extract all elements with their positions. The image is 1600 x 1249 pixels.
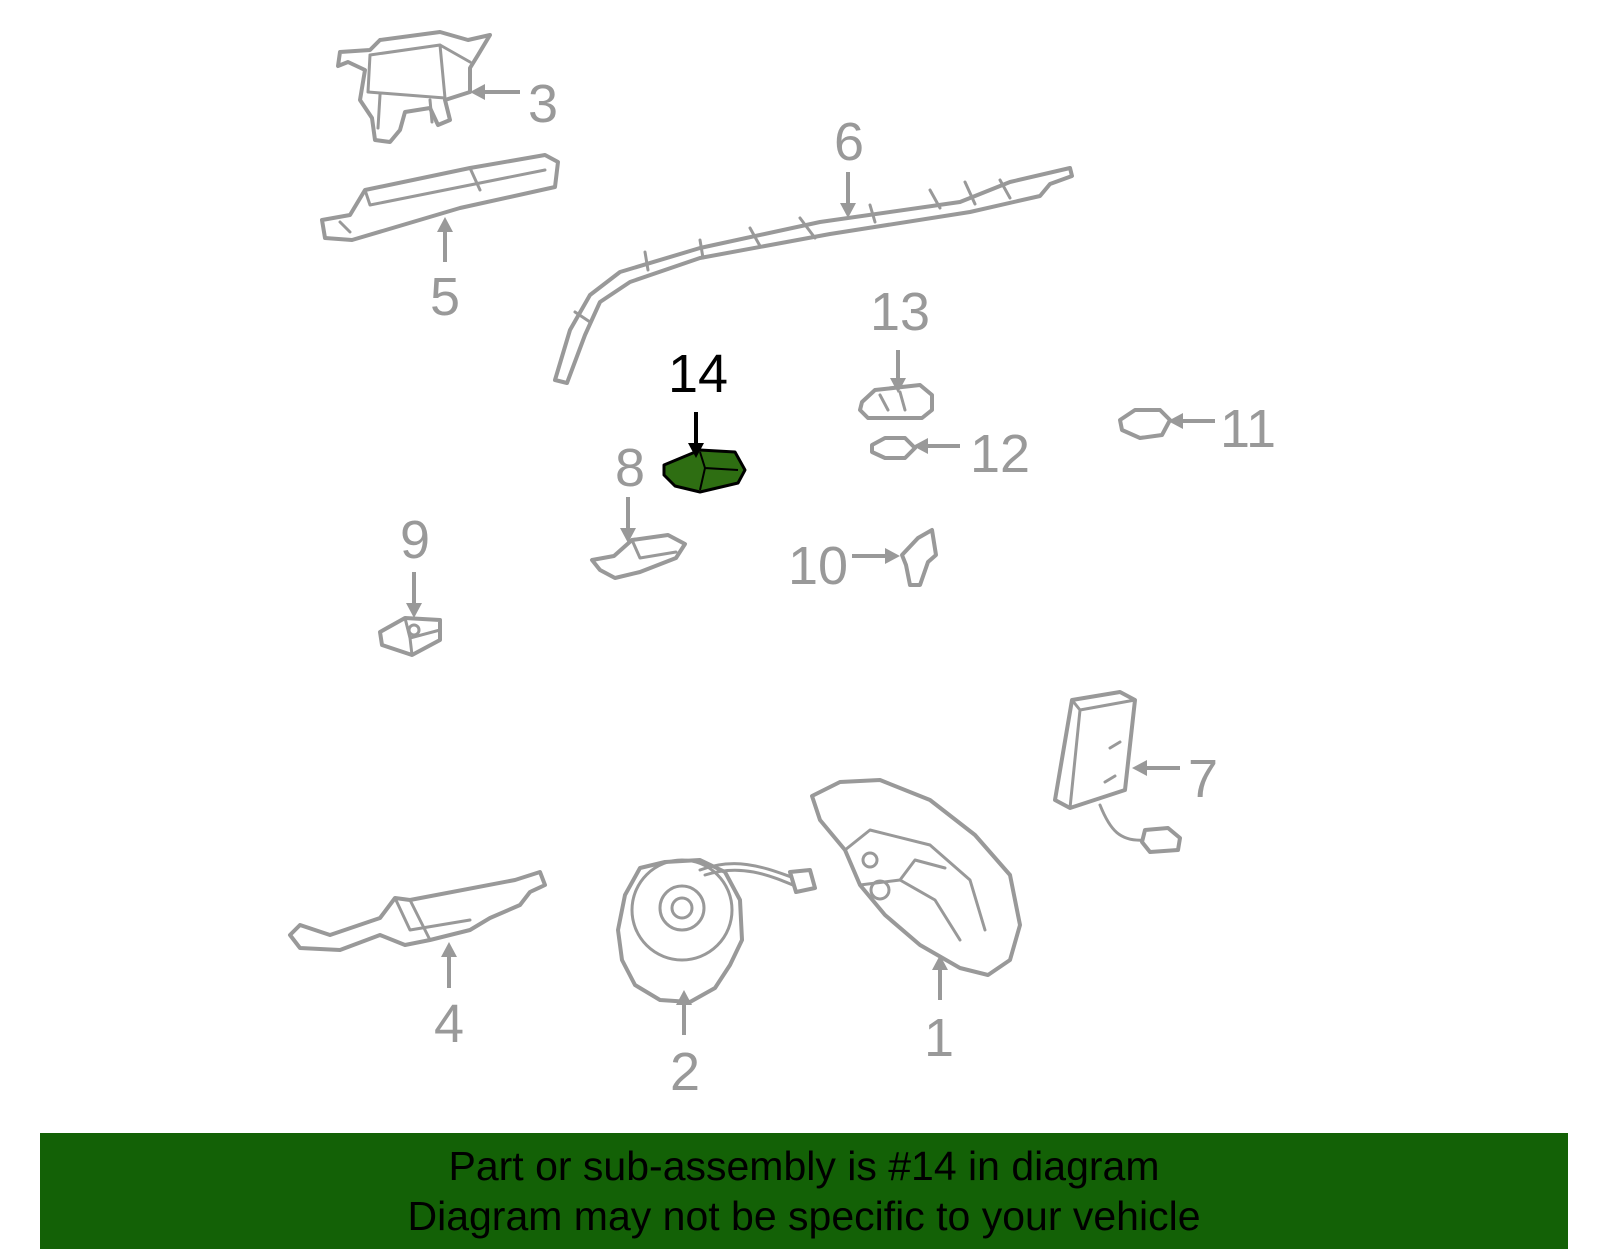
- callout-5: 5: [430, 217, 460, 327]
- banner-line-2: Diagram may not be specific to your vehi…: [407, 1193, 1201, 1239]
- svg-text:6: 6: [834, 112, 864, 172]
- svg-text:4: 4: [434, 994, 464, 1054]
- part-13[interactable]: [858, 383, 934, 420]
- svg-text:9: 9: [400, 510, 430, 570]
- callout-8: 8: [615, 438, 645, 543]
- part-10[interactable]: [900, 528, 938, 587]
- callout-13: 13: [870, 282, 930, 393]
- svg-text:5: 5: [430, 267, 460, 327]
- svg-text:1: 1: [924, 1008, 954, 1068]
- part-12[interactable]: [870, 436, 917, 460]
- part-5[interactable]: [320, 153, 560, 242]
- callout-9: 9: [400, 510, 430, 618]
- svg-text:12: 12: [970, 424, 1030, 484]
- part-14[interactable]: [662, 448, 747, 494]
- callout-4: 4: [434, 942, 464, 1054]
- part-2[interactable]: [616, 858, 817, 1004]
- callout-14: 14: [668, 344, 728, 458]
- part-7[interactable]: [1053, 690, 1182, 854]
- callout-11: 11: [1168, 399, 1276, 459]
- part-6[interactable]: [553, 166, 1074, 385]
- callout-12: 12: [913, 424, 1030, 484]
- banner-line-1: Part or sub-assembly is #14 in diagram: [448, 1143, 1160, 1189]
- svg-text:3: 3: [528, 74, 558, 134]
- svg-text:7: 7: [1188, 749, 1218, 809]
- callout-7: 7: [1132, 749, 1218, 809]
- svg-text:13: 13: [870, 282, 930, 342]
- svg-text:11: 11: [1220, 399, 1276, 459]
- info-banner: Part or sub-assembly is #14 in diagram D…: [40, 1133, 1568, 1249]
- callout-1: 1: [924, 955, 954, 1068]
- part-3[interactable]: [336, 30, 492, 144]
- callout-10: 10: [788, 536, 900, 596]
- part-4[interactable]: [288, 870, 547, 952]
- svg-text:2: 2: [670, 1042, 700, 1102]
- callout-2: 2: [670, 990, 700, 1102]
- part-8[interactable]: [590, 533, 687, 580]
- part-1[interactable]: [810, 778, 1022, 977]
- svg-text:14: 14: [668, 344, 728, 404]
- banner-background: [40, 1133, 1568, 1249]
- part-11[interactable]: [1118, 408, 1172, 440]
- part-9[interactable]: [378, 616, 442, 657]
- svg-text:10: 10: [788, 536, 848, 596]
- callout-6: 6: [834, 112, 864, 218]
- callout-3: 3: [470, 74, 558, 134]
- svg-text:8: 8: [615, 438, 645, 498]
